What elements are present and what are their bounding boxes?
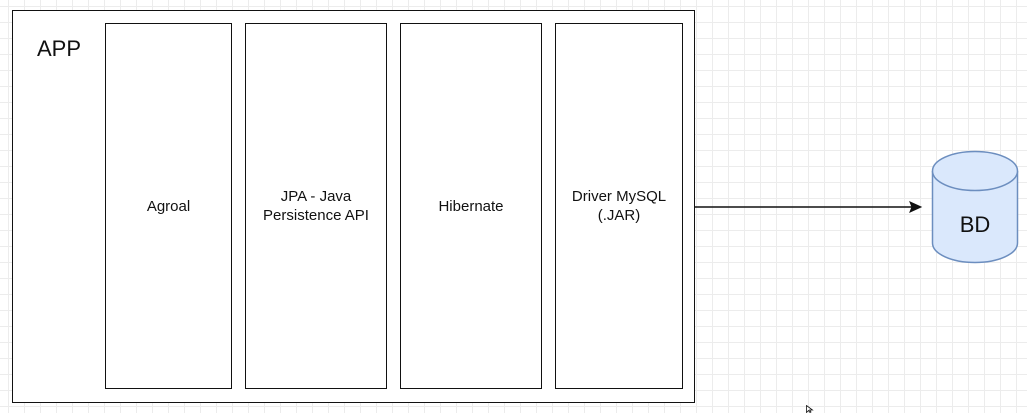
- layer-driver-mysql-label: Driver MySQL (.JAR): [571, 188, 667, 224]
- database-top: [931, 150, 1019, 192]
- layer-jpa: JPA - Java Persistence API: [245, 23, 387, 389]
- layer-agroal: Agroal: [105, 23, 232, 389]
- mouse-cursor-icon: [806, 405, 814, 413]
- database-body: [931, 171, 1019, 264]
- layer-hibernate-label: Hibernate: [438, 197, 504, 215]
- layer-agroal-label: Agroal: [146, 197, 191, 215]
- app-label: APP: [37, 36, 82, 61]
- layer-hibernate: Hibernate: [400, 23, 542, 389]
- layer-jpa-label: JPA - Java Persistence API: [263, 188, 369, 224]
- layer-driver-mysql: Driver MySQL (.JAR): [555, 23, 683, 389]
- database-label: BD: [959, 212, 991, 237]
- arrowhead-icon: [909, 201, 923, 213]
- database-cylinder-icon: [931, 150, 1019, 264]
